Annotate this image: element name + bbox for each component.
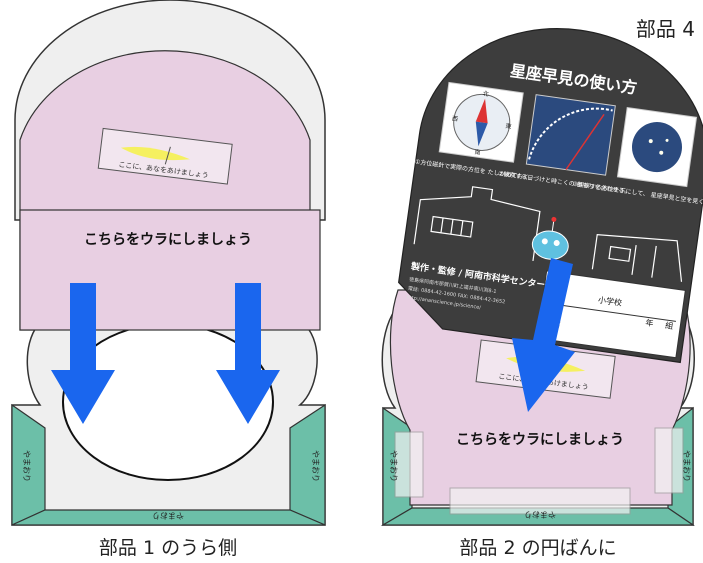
compass-illustration: 北 東 西 南 [438, 81, 524, 163]
right-tape-bottom [449, 487, 631, 515]
compass-label-east: 東 [505, 122, 512, 131]
left-panel: ここに、あなをあけましょう こちらをウラにしましょう やまおり やまおり やまお… [11, 0, 326, 526]
building-illustration [413, 186, 683, 282]
compass-label-west: 西 [451, 115, 458, 123]
sky-illustration [616, 106, 698, 188]
right-fold-bottom-text: やまおり [524, 510, 556, 519]
right-tape-right [654, 427, 684, 494]
right-fold-left-text: やまおり [389, 450, 398, 482]
right-main-text: こちらをウラにしましょう [456, 432, 624, 448]
left-fold-left-text: やまおり [22, 450, 31, 482]
left-teal-tab-bottom [11, 509, 326, 526]
left-yellow-pointer [120, 146, 191, 161]
left-arrow-1[interactable] [51, 283, 115, 424]
school-label: 小学校 [598, 294, 623, 307]
part4-label: 部品 4 [636, 17, 695, 41]
left-caption: 部品 1 のうら側 [99, 537, 237, 559]
right-arrow[interactable] [512, 258, 575, 412]
compass-label-south: 南 [474, 148, 481, 157]
grade-label: 年 [645, 317, 654, 328]
right-tape-left [394, 431, 424, 498]
right-panel: ここに、あなをあけましょう こちらをウラにしましょう やまおり やまおり やまお… [380, 28, 703, 527]
left-pink-band [19, 209, 321, 331]
mascot-icon [531, 216, 569, 260]
dial-illustration [525, 94, 616, 176]
left-main-text: こちらをウラにしましょう [84, 232, 252, 248]
right-fold-right-text: やまおり [682, 450, 691, 482]
left-fold-bottom-text: やまおり [152, 511, 184, 520]
compass-label-north: 北 [482, 89, 489, 98]
left-fold-right-text: やまおり [311, 450, 320, 482]
part4-card: 星座早見の使い方 北 東 西 南 [398, 28, 703, 364]
left-hole-slip: ここに、あなをあけましょう [97, 127, 233, 185]
class-label: 組 [665, 320, 674, 331]
left-arrow-2[interactable] [216, 283, 280, 424]
right-caption: 部品 2 の円ばんに [459, 537, 616, 559]
